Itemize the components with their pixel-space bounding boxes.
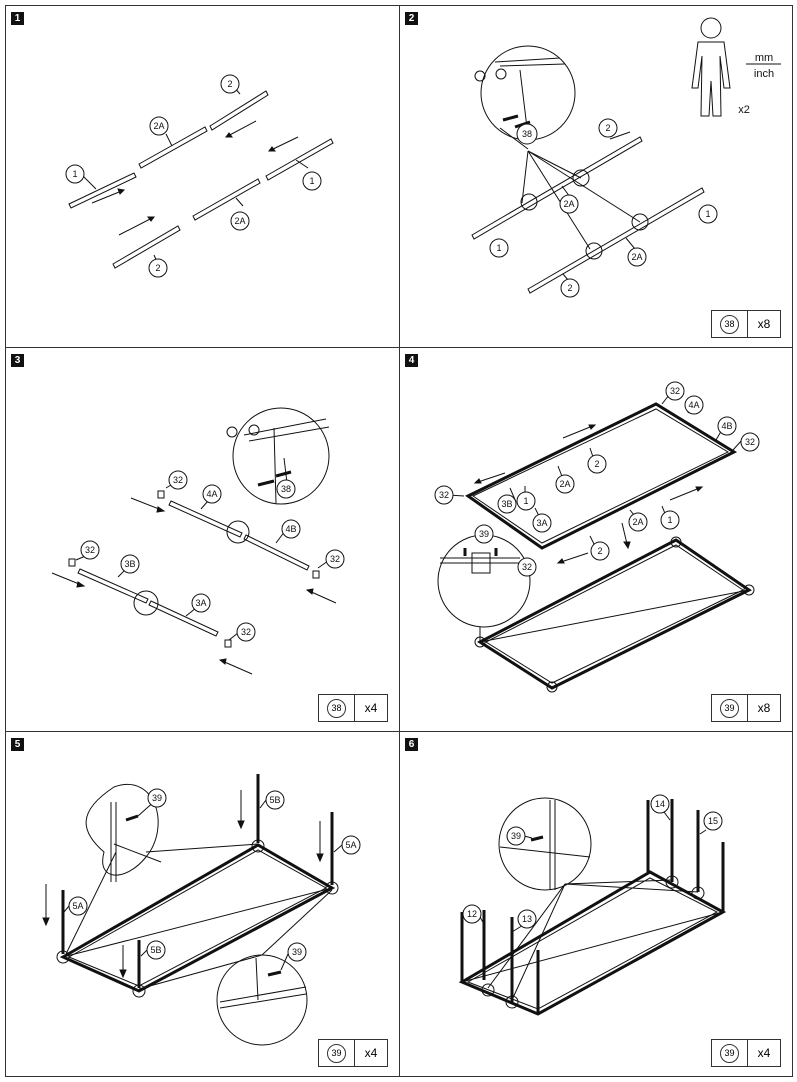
step-3-drawing: 32 4A 4B 32 32 3B 3A 32 38 (51, 407, 345, 675)
callout-label: 5A (72, 901, 83, 911)
hardware-quantity-box: 38 x4 (318, 694, 388, 722)
callout-label: 2 (594, 459, 599, 469)
callout-label: 2A (559, 479, 570, 489)
callout-label: 3B (124, 559, 135, 569)
panel-step-2: 2 (399, 5, 793, 348)
callout-label: 32 (439, 490, 449, 500)
callout-label: 32 (522, 562, 532, 572)
panel-step-5: 5 (5, 731, 400, 1077)
callout-label: 32 (173, 475, 183, 485)
hardware-quantity-box: 39 x4 (318, 1039, 388, 1067)
step-number: 4 (405, 354, 418, 367)
callout-label: 2A (153, 121, 164, 131)
callout-label: 3B (501, 499, 512, 509)
hardware-part-number: 38 (720, 314, 739, 334)
step-number: 1 (11, 12, 24, 25)
callout-label: 2 (227, 79, 232, 89)
step-1-drawing: 2 2A 1 1 2A 2 (65, 74, 334, 278)
callout-label: 2 (155, 263, 160, 273)
callout-label: 2 (597, 546, 602, 556)
callout-label: 32 (670, 386, 680, 396)
step-number: 3 (11, 354, 24, 367)
callout-label: 38 (281, 484, 291, 494)
callout-label: 32 (85, 545, 95, 555)
hardware-part-number: 39 (720, 1043, 739, 1063)
step-number: 2 (405, 12, 418, 25)
hardware-count: x4 (364, 1046, 378, 1060)
callout-label: 3A (536, 518, 547, 528)
step-6-drawing: 14 15 39 12 13 (458, 794, 727, 1016)
callout-label: 5A (345, 840, 356, 850)
callout-label: 32 (745, 437, 755, 447)
callout-label: 2 (567, 283, 572, 293)
callout-label: 38 (522, 129, 532, 139)
step-2-drawing: 38 2 2A 1 1 2A 2 mm inch x2 (471, 17, 781, 298)
panel-step-4: 4 (399, 347, 793, 732)
hardware-quantity-box: 39 x4 (711, 1039, 781, 1067)
callout-label: 39 (511, 831, 521, 841)
step-5-drawing: 39 5B 5A 5A 5B 39 (42, 774, 361, 1046)
panel-step-6: 6 (399, 731, 793, 1077)
step-4-drawing: 32 4A 4B 32 32 3B 1 2 2A 3A 2A 1 39 2 32 (434, 381, 760, 693)
hardware-count: x4 (757, 1046, 771, 1060)
callout-label: 15 (708, 816, 718, 826)
callout-label: 1 (496, 243, 501, 253)
unit-inch: inch (754, 68, 774, 80)
hardware-part-number: 38 (327, 698, 346, 718)
hardware-part-number: 39 (720, 698, 739, 718)
callout-label: 5B (269, 795, 280, 805)
callout-label: 1 (72, 169, 77, 179)
callout-label: 12 (467, 909, 477, 919)
callout-label: 2 (605, 123, 610, 133)
callout-label: 39 (292, 947, 302, 957)
callout-label: 1 (523, 496, 528, 506)
part-callouts (65, 74, 322, 278)
callout-label: 1 (309, 176, 314, 186)
callout-label: 32 (241, 627, 251, 637)
callout-label: 4A (206, 489, 217, 499)
callout-label: 1 (705, 209, 710, 219)
callout-label: 39 (152, 793, 162, 803)
unit-mm: mm (755, 52, 773, 64)
callout-label: 2A (632, 517, 643, 527)
panel-step-3: 3 (5, 347, 400, 732)
callout-label: 39 (479, 529, 489, 539)
callout-label: 2A (563, 199, 574, 209)
hardware-quantity-box: 38 x8 (711, 310, 781, 338)
callout-label: 3A (195, 598, 206, 608)
callout-label: 2A (631, 252, 642, 262)
hardware-quantity-box: 39 x8 (711, 694, 781, 722)
step-number: 5 (11, 738, 24, 751)
callout-label: 32 (330, 554, 340, 564)
callout-label: 1 (667, 515, 672, 525)
panel-step-1: 1 (5, 5, 400, 348)
hardware-count: x4 (364, 701, 378, 715)
hardware-count: x8 (757, 701, 771, 715)
hardware-count: x8 (757, 317, 771, 331)
callout-label: 5B (150, 945, 161, 955)
callout-label: 13 (522, 914, 532, 924)
hardware-part-number: 39 (327, 1043, 346, 1063)
callout-label: 4B (285, 524, 296, 534)
step-number: 6 (405, 738, 418, 751)
callout-label: 4B (721, 421, 732, 431)
people-count: x2 (738, 104, 750, 116)
callout-label: 4A (688, 400, 699, 410)
callout-label: 14 (655, 799, 665, 809)
callout-label: 2A (234, 216, 245, 226)
